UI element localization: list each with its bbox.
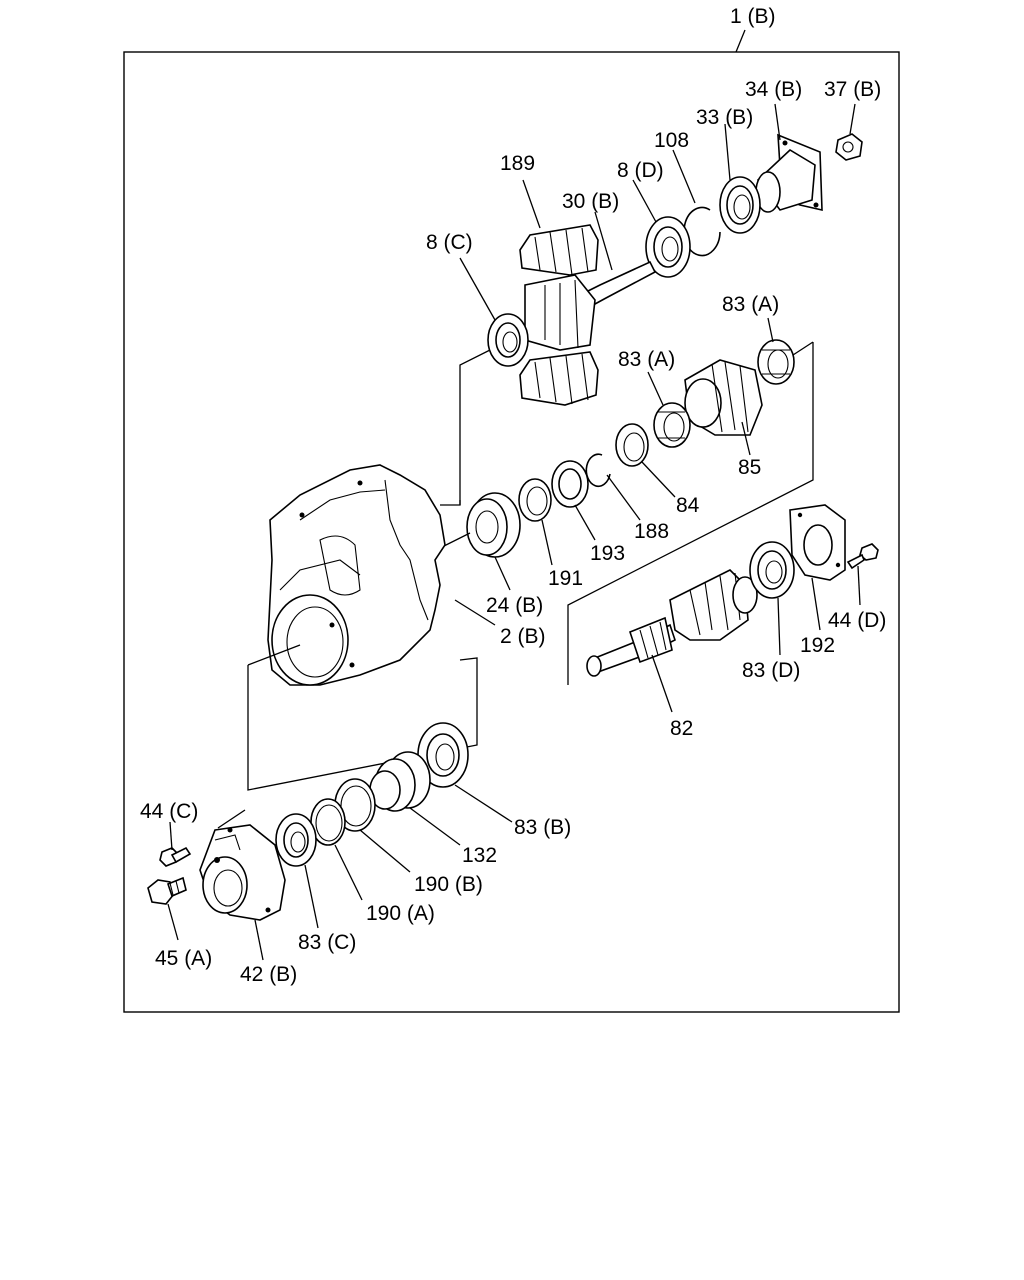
part-2b-case xyxy=(267,464,446,686)
leader-37b xyxy=(849,103,856,135)
part-190a-ring xyxy=(310,798,346,846)
bracket-middle xyxy=(440,500,461,506)
label-37b: 37 (B) xyxy=(824,78,881,101)
leader-108 xyxy=(672,149,696,204)
part-44c-bolt xyxy=(159,846,192,867)
leader-8c xyxy=(459,257,496,321)
part-191-ring xyxy=(518,478,552,522)
part-193-bearing xyxy=(551,460,589,508)
label-44d: 44 (D) xyxy=(828,609,886,632)
leader-83a-2 xyxy=(647,371,664,406)
part-33b-bearing xyxy=(719,176,761,234)
axis-case xyxy=(247,644,301,666)
leader-83b xyxy=(454,784,513,823)
part-84-spacer xyxy=(615,423,649,467)
bracket-lower xyxy=(247,657,478,791)
label-191: 191 xyxy=(548,567,583,590)
leader-33b xyxy=(724,123,731,181)
label-83b: 83 (B) xyxy=(514,816,571,839)
leader-83c xyxy=(304,864,319,929)
bracket-right xyxy=(567,342,814,685)
leader-85 xyxy=(741,421,751,456)
leader-44d xyxy=(857,565,861,606)
part-83b-bearing xyxy=(417,722,469,788)
label-2b: 2 (B) xyxy=(500,625,546,648)
part-8d-bearing xyxy=(645,216,691,278)
leader-193 xyxy=(574,504,596,541)
part-83a-needle-bearing-2 xyxy=(653,402,691,448)
label-188: 188 xyxy=(634,520,669,543)
part-82-shaft xyxy=(586,569,758,677)
part-85-gear xyxy=(684,359,763,436)
leader-1b xyxy=(735,29,746,53)
label-8d: 8 (D) xyxy=(617,159,664,182)
label-132: 132 xyxy=(462,844,497,867)
leader-8d xyxy=(632,179,657,223)
label-82: 82 xyxy=(670,717,693,740)
bracket-right-top xyxy=(792,341,814,356)
label-33b: 33 (B) xyxy=(696,106,753,129)
part-189-gear xyxy=(519,224,599,406)
label-44c: 44 (C) xyxy=(140,800,198,823)
label-42b: 42 (B) xyxy=(240,963,297,986)
part-188-snap-ring xyxy=(585,453,611,487)
label-1b: 1 (B) xyxy=(730,5,776,28)
leader-45a xyxy=(167,903,179,941)
part-132-sleeve xyxy=(369,751,431,812)
label-84: 84 xyxy=(676,494,700,517)
label-8c: 8 (C) xyxy=(426,231,473,254)
leader-42b xyxy=(254,919,264,961)
leader-2b xyxy=(454,599,496,626)
leader-30b xyxy=(594,211,613,271)
leader-132 xyxy=(409,807,461,846)
leader-84 xyxy=(641,461,676,498)
part-8c-bearing xyxy=(487,313,529,367)
label-83d: 83 (D) xyxy=(742,659,800,682)
label-45a: 45 (A) xyxy=(155,947,212,970)
label-108: 108 xyxy=(654,129,689,152)
label-24b: 24 (B) xyxy=(486,594,543,617)
leader-24b xyxy=(494,556,511,591)
label-192: 192 xyxy=(800,634,835,657)
leader-82 xyxy=(651,654,673,713)
part-45a-plug xyxy=(147,876,187,905)
label-34b: 34 (B) xyxy=(745,78,802,101)
part-34b-flange-housing xyxy=(755,133,823,213)
label-30b: 30 (B) xyxy=(562,190,619,213)
leader-190b xyxy=(359,829,411,873)
part-24b-bearing xyxy=(466,492,521,558)
label-193: 193 xyxy=(590,542,625,565)
leader-189 xyxy=(522,179,541,229)
part-37b-nut xyxy=(835,133,863,161)
bracket-upper xyxy=(459,349,491,505)
part-83a-needle-bearing-1 xyxy=(757,339,795,385)
label-189: 189 xyxy=(500,152,535,175)
leader-44c xyxy=(169,821,173,851)
leader-191 xyxy=(541,519,553,566)
part-42b-cover xyxy=(199,824,286,921)
part-83d-bearing xyxy=(749,541,795,599)
leader-83a-1 xyxy=(767,317,774,343)
label-85: 85 xyxy=(738,456,761,479)
label-190a: 190 (A) xyxy=(366,902,435,925)
label-83a-1: 83 (A) xyxy=(722,293,779,316)
leader-34b xyxy=(774,103,781,141)
axis-lower xyxy=(217,809,246,829)
label-83a-2: 83 (A) xyxy=(618,348,675,371)
label-190b: 190 (B) xyxy=(414,873,483,896)
leader-83d xyxy=(777,597,781,656)
label-83c: 83 (C) xyxy=(298,931,356,954)
part-192-cover-plate xyxy=(789,504,846,581)
part-44d-bolt xyxy=(846,543,879,570)
diagram-frame xyxy=(123,51,900,1013)
leader-188 xyxy=(606,474,641,521)
leader-192 xyxy=(811,577,821,631)
part-83c-bearing xyxy=(275,813,317,867)
leader-190a xyxy=(334,844,363,901)
